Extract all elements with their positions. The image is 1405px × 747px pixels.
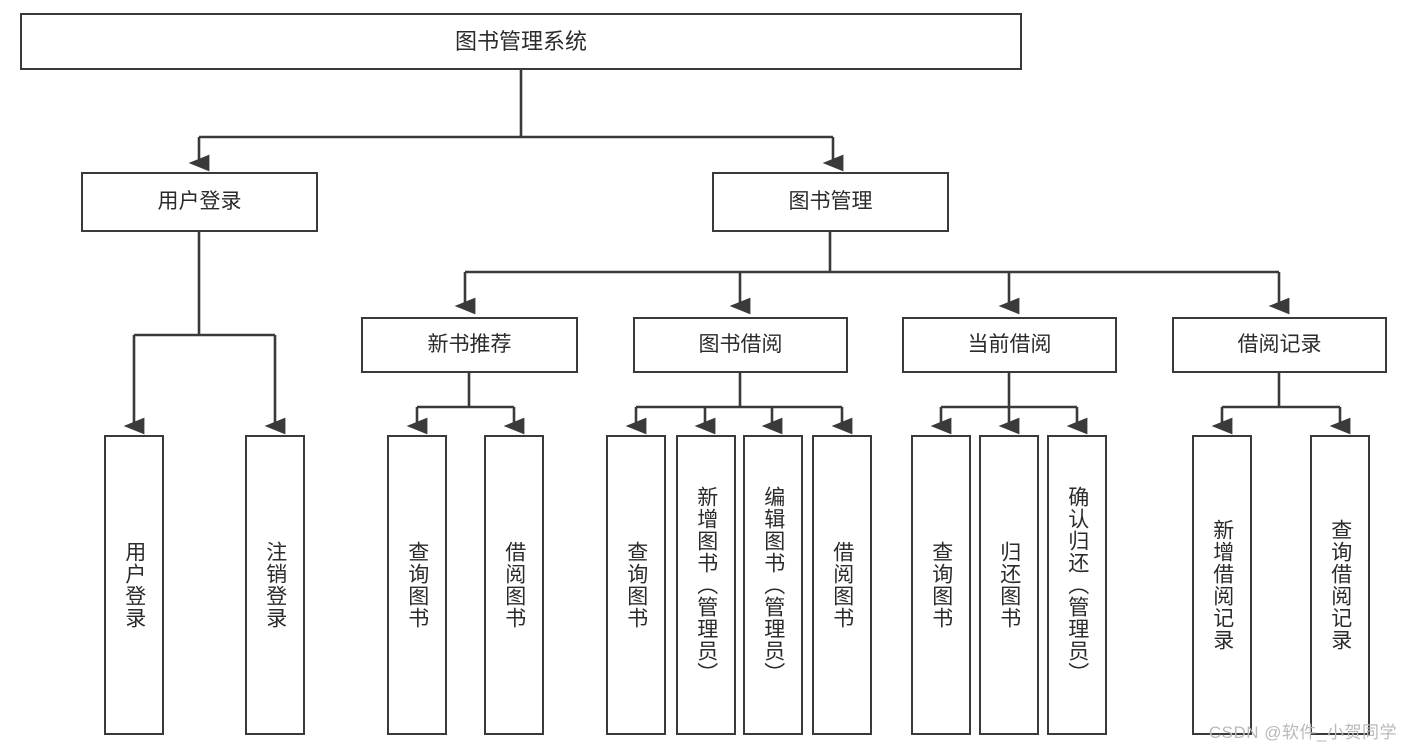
node-label: 新增借阅记录 (1210, 519, 1234, 651)
node-label: 查询借阅记录 (1328, 519, 1352, 651)
node-label: 借阅图书 (830, 541, 854, 629)
node-label: 图书管理系统 (454, 28, 587, 54)
node-label: 借阅图书 (502, 541, 526, 629)
node-label: 新书推荐 (427, 332, 512, 356)
node-leaf-user-login[interactable]: 用户登录 (104, 435, 164, 735)
node-leaf-return-book[interactable]: 归还图书 (979, 435, 1039, 735)
node-label: 借阅记录 (1237, 332, 1322, 356)
node-label: 编辑图书（管理员） (761, 486, 785, 684)
node-leaf-query-book-3[interactable]: 查询图书 (911, 435, 971, 735)
node-label: 确认归还（管理员） (1065, 486, 1089, 684)
node-book-borrow[interactable]: 图书借阅 (633, 317, 848, 373)
node-borrow-record[interactable]: 借阅记录 (1172, 317, 1387, 373)
node-label: 查询图书 (929, 541, 953, 629)
node-leaf-logout[interactable]: 注销登录 (245, 435, 305, 735)
node-label: 查询图书 (624, 541, 648, 629)
node-label: 查询图书 (405, 541, 429, 629)
node-leaf-query-book-1[interactable]: 查询图书 (387, 435, 447, 735)
node-label: 用户登录 (157, 189, 242, 213)
node-leaf-borrow-book-1[interactable]: 借阅图书 (484, 435, 544, 735)
node-leaf-edit-book-admin[interactable]: 编辑图书（管理员） (743, 435, 803, 735)
node-label: 图书借阅 (698, 332, 783, 356)
node-root-system[interactable]: 图书管理系统 (20, 13, 1022, 70)
node-book-management[interactable]: 图书管理 (712, 172, 949, 232)
node-leaf-query-borrow-record[interactable]: 查询借阅记录 (1310, 435, 1370, 735)
node-label: 归还图书 (997, 541, 1021, 629)
node-leaf-confirm-return-admin[interactable]: 确认归还（管理员） (1047, 435, 1107, 735)
watermark-text: CSDN @软件_小贺同学 (1208, 723, 1397, 742)
node-user-login[interactable]: 用户登录 (81, 172, 318, 232)
node-leaf-borrow-book-2[interactable]: 借阅图书 (812, 435, 872, 735)
node-label: 图书管理 (788, 189, 873, 213)
node-leaf-add-book-admin[interactable]: 新增图书（管理员） (676, 435, 736, 735)
node-current-borrow[interactable]: 当前借阅 (902, 317, 1117, 373)
node-leaf-add-borrow-record[interactable]: 新增借阅记录 (1192, 435, 1252, 735)
node-label: 注销登录 (263, 541, 287, 629)
node-label: 用户登录 (122, 541, 146, 629)
node-label: 新增图书（管理员） (694, 486, 718, 684)
node-label: 当前借阅 (967, 332, 1052, 356)
node-new-book-recommend[interactable]: 新书推荐 (361, 317, 578, 373)
node-leaf-query-book-2[interactable]: 查询图书 (606, 435, 666, 735)
